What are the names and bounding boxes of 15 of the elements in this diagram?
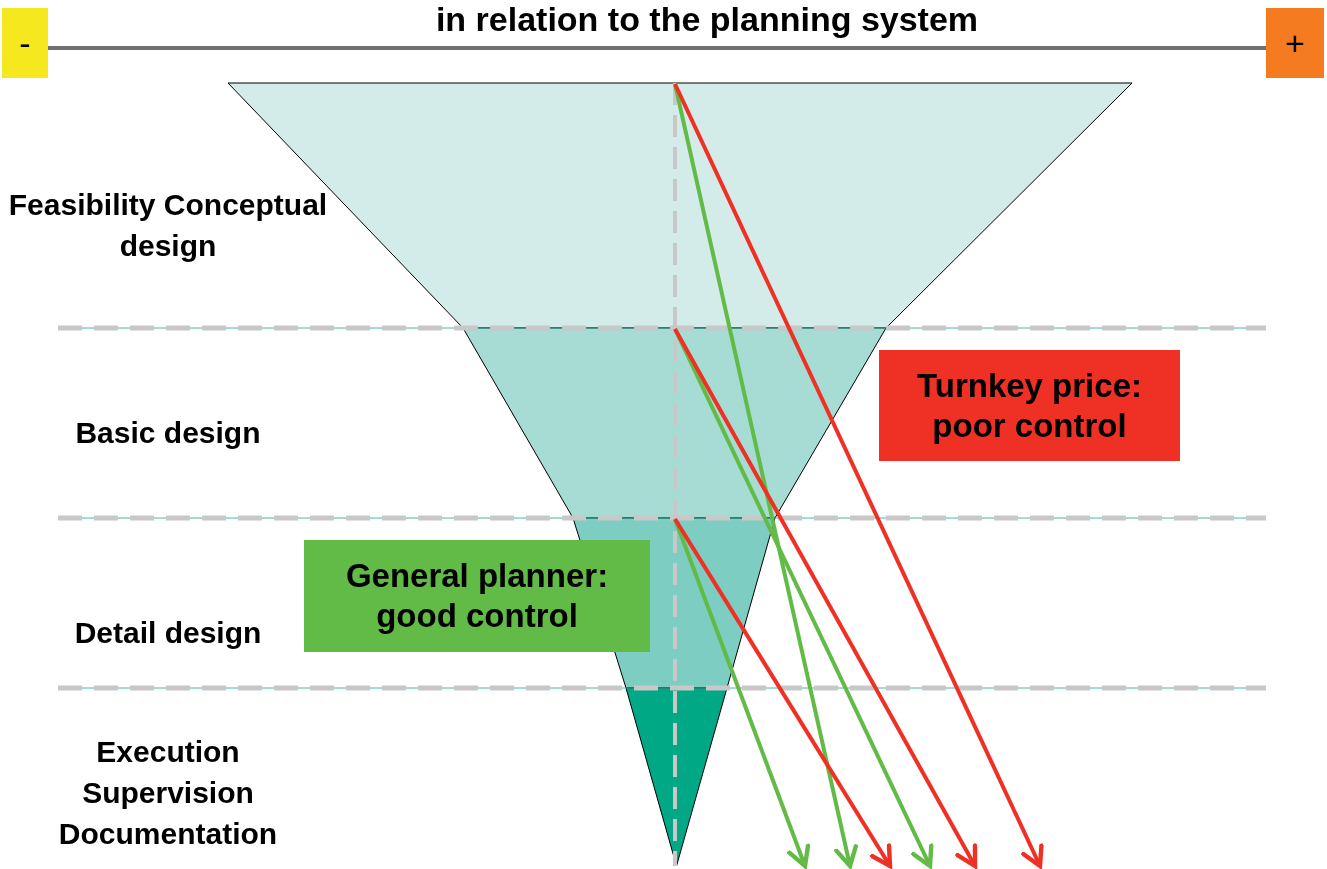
callout-box: General planner: good control [304,540,650,652]
arrow [673,518,811,869]
phase-label: Detail design [73,615,263,651]
arrow [673,517,893,869]
phase-label: Feasibility Conceptual design [8,187,328,264]
callout-box: Turnkey price: poor control [879,350,1180,461]
phase-label: Basic design [74,415,262,451]
funnel-band [626,688,727,866]
arrow [673,83,1044,869]
plus-marker: + [1266,8,1324,78]
minus-marker: - [2,8,48,78]
scale-line [48,46,1266,50]
title: in relation to the planning system [434,0,980,38]
phase-label: Execution Supervision Documentation [57,734,279,852]
arrow [673,83,859,869]
